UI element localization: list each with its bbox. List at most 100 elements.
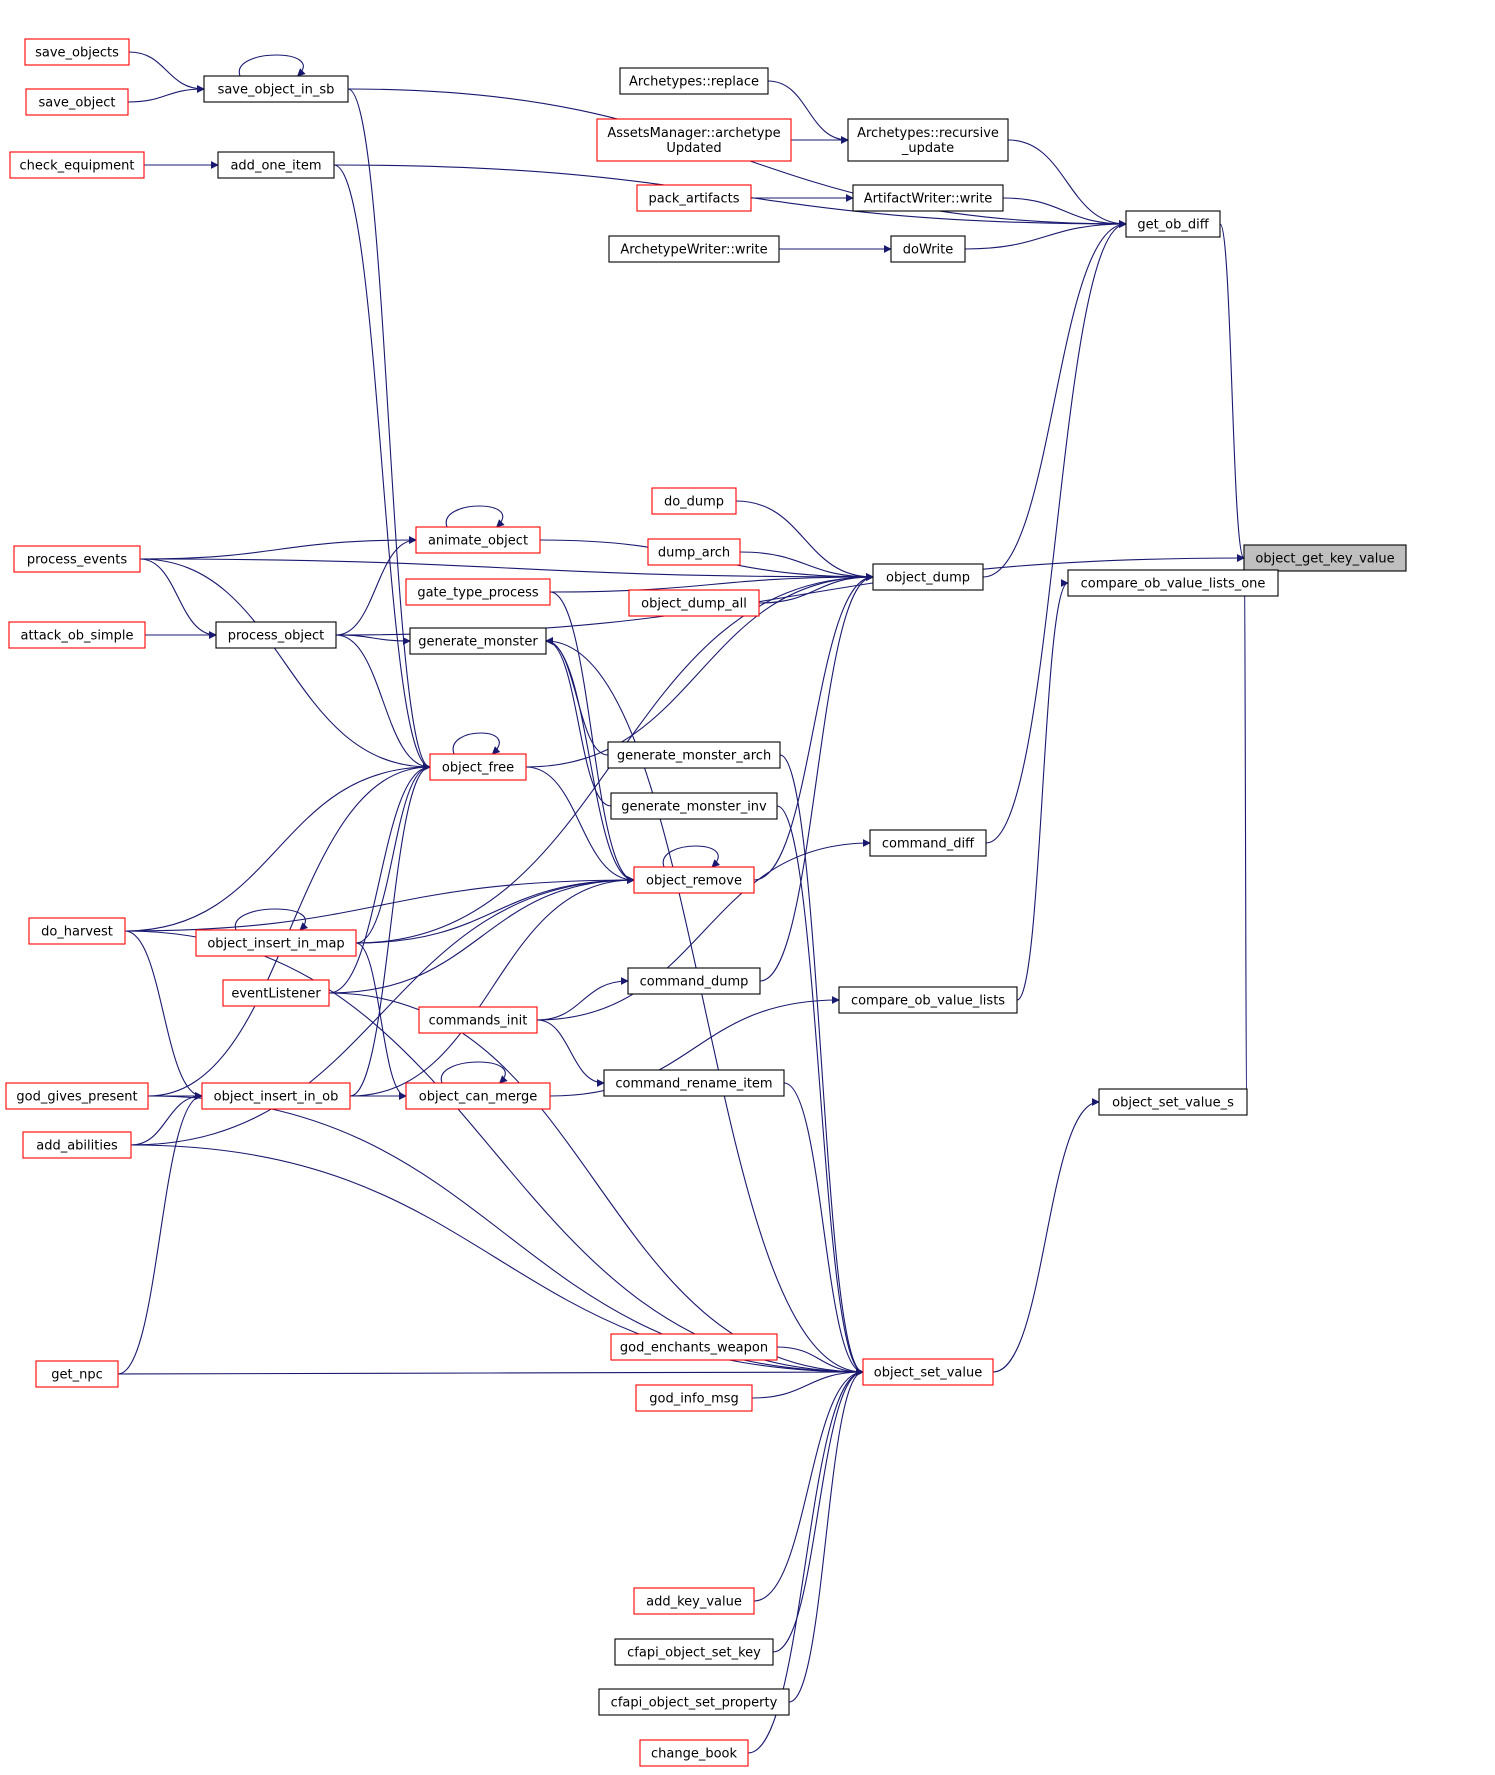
edge-object_can_merge-to-object_can_merge	[440, 1061, 508, 1084]
node-generate_monster_arch[interactable]: generate_monster_arch	[607, 741, 781, 769]
edge-object_remove-to-object_dump	[753, 573, 874, 881]
edge-object_insert_in_map-to-object_remove	[355, 876, 635, 944]
node-archetypes_recursive_update[interactable]: Archetypes::recursive_update	[847, 118, 1009, 162]
node-box	[215, 621, 337, 649]
node-compare_ob_value_lists_one[interactable]: compare_ob_value_lists_one	[1067, 569, 1279, 597]
edge-generate_monster_inv-to-object_set_value	[776, 805, 864, 1376]
node-cfapi_object_set_key[interactable]: cfapi_object_set_key	[614, 1638, 774, 1666]
node-object_can_merge[interactable]: object_can_merge	[405, 1082, 551, 1110]
node-label: ArtifactWriter::write	[864, 192, 993, 207]
node-save_objects[interactable]: save_objects	[24, 38, 130, 66]
node-save_object[interactable]: save_object	[25, 88, 129, 116]
edge-commands_init-to-command_dump	[536, 977, 629, 1021]
edge-object_remove-to-generate_monster	[545, 637, 635, 881]
node-save_object_in_sb[interactable]: save_object_in_sb	[203, 75, 349, 103]
node-label: object_free	[442, 761, 514, 776]
edge-object_set_value_s-to-object_get_key_value	[1243, 556, 1253, 1103]
node-box	[869, 829, 987, 857]
node-get_ob_diff[interactable]: get_ob_diff	[1125, 210, 1221, 238]
edge-archetypes_replace-to-archetypes_recursive_update	[767, 80, 849, 144]
node-box	[610, 792, 778, 820]
node-do_dump[interactable]: do_dump	[651, 487, 737, 515]
edge-gate_type_process-to-object_dump	[549, 573, 874, 593]
edge-process_object-to-generate_monster	[335, 634, 411, 645]
node-commands_init[interactable]: commands_init	[418, 1006, 538, 1034]
node-box	[1098, 1088, 1248, 1116]
node-add_key_value[interactable]: add_key_value	[633, 1587, 755, 1615]
node-object_dump_all[interactable]: object_dump_all	[628, 589, 760, 617]
node-label: commands_init	[429, 1014, 528, 1029]
node-object_set_value_s[interactable]: object_set_value_s	[1098, 1088, 1248, 1116]
node-compare_ob_value_lists[interactable]: compare_ob_value_lists	[838, 986, 1018, 1014]
node-object_remove[interactable]: object_remove	[633, 866, 755, 894]
node-label: cfapi_object_set_key	[627, 1646, 761, 1661]
node-command_rename_item[interactable]: command_rename_item	[603, 1069, 785, 1097]
node-cfapi_object_set_property[interactable]: cfapi_object_set_property	[598, 1688, 790, 1716]
node-process_events[interactable]: process_events	[13, 545, 141, 573]
edge-object_set_value-to-object_set_value_s	[992, 1098, 1100, 1373]
node-box	[862, 1358, 994, 1386]
edge-object_free-to-object_free	[452, 732, 501, 755]
node-object_free[interactable]: object_free	[429, 753, 527, 781]
node-box	[222, 979, 330, 1007]
node-label: Archetypes::replace	[629, 75, 759, 90]
node-label: add_one_item	[230, 159, 321, 174]
node-label: object_insert_in_map	[207, 937, 344, 952]
node-label: get_npc	[51, 1368, 103, 1383]
node-box	[1125, 210, 1221, 238]
node-generate_monster[interactable]: generate_monster	[409, 627, 547, 655]
node-box	[1243, 544, 1407, 572]
node-dump_arch[interactable]: dump_arch	[647, 538, 741, 566]
node-do_harvest[interactable]: do_harvest	[28, 917, 126, 945]
node-box	[203, 75, 349, 103]
node-label: do_dump	[664, 495, 724, 510]
edge-object_dump-to-get_ob_diff	[982, 220, 1127, 578]
node-box	[1067, 569, 1279, 597]
node-process_object[interactable]: process_object	[215, 621, 337, 649]
node-gate_type_process[interactable]: gate_type_process	[405, 578, 551, 606]
node-object_insert_in_map[interactable]: object_insert_in_map	[195, 929, 357, 957]
node-label: god_info_msg	[649, 1392, 739, 1407]
node-label: dump_arch	[658, 546, 730, 561]
node-box	[25, 88, 129, 116]
node-object_set_value[interactable]: object_set_value	[862, 1358, 994, 1386]
node-label: animate_object	[428, 534, 528, 549]
node-change_book[interactable]: change_book	[639, 1739, 749, 1767]
node-add_abilities[interactable]: add_abilities	[22, 1131, 132, 1159]
node-generate_monster_inv[interactable]: generate_monster_inv	[610, 792, 778, 820]
edge-command_diff-to-get_ob_diff	[985, 220, 1127, 844]
node-archetypewriter_write[interactable]: ArchetypeWriter::write	[608, 235, 780, 263]
node-box	[635, 1384, 753, 1412]
node-command_dump[interactable]: command_dump	[627, 967, 761, 995]
edge-get_npc-to-object_set_value	[117, 1368, 864, 1377]
node-eventlistener[interactable]: eventListener	[222, 979, 330, 1007]
node-pack_artifacts[interactable]: pack_artifacts	[636, 184, 752, 212]
node-dowrite[interactable]: doWrite	[890, 235, 966, 263]
node-command_diff[interactable]: command_diff	[869, 829, 987, 857]
node-attack_ob_simple[interactable]: attack_ob_simple	[8, 621, 146, 649]
edge-eventlistener-to-object_free	[328, 763, 431, 994]
node-get_npc[interactable]: get_npc	[35, 1360, 119, 1388]
node-object_get_key_value[interactable]: object_get_key_value	[1243, 544, 1407, 572]
node-god_gives_present[interactable]: god_gives_present	[5, 1082, 149, 1110]
node-label: ArchetypeWriter::write	[620, 243, 767, 258]
node-add_one_item[interactable]: add_one_item	[217, 151, 335, 179]
node-artifactwriter_write[interactable]: ArtifactWriter::write	[852, 184, 1004, 212]
node-label: change_book	[651, 1747, 738, 1762]
node-god_info_msg[interactable]: god_info_msg	[635, 1384, 753, 1412]
node-animate_object[interactable]: animate_object	[415, 526, 541, 554]
edge-commands_init-to-command_diff	[536, 839, 871, 1021]
node-object_dump[interactable]: object_dump	[872, 563, 984, 591]
node-label-line: AssetsManager::archetype	[607, 126, 780, 141]
node-archetypes_replace[interactable]: Archetypes::replace	[619, 67, 769, 95]
edge-dump_arch-to-object_dump	[739, 551, 874, 581]
edge-generate_monster_inv-to-generate_monster	[545, 637, 612, 807]
node-god_enchants_weapon[interactable]: god_enchants_weapon	[610, 1333, 778, 1361]
node-object_insert_in_ob[interactable]: object_insert_in_ob	[201, 1082, 351, 1110]
edge-object_insert_in_ob-to-object_free	[349, 763, 431, 1097]
node-label: attack_ob_simple	[21, 629, 134, 644]
node-box	[627, 967, 761, 995]
node-box	[195, 929, 357, 957]
node-check_equipment[interactable]: check_equipment	[9, 151, 145, 179]
